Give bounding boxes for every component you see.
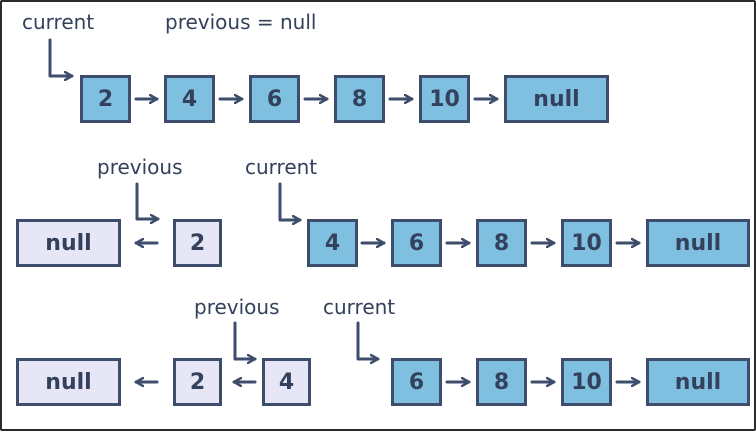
reversed-node: 4	[262, 358, 311, 406]
current-pointer-hook	[356, 321, 380, 359]
previous-pointer-hook	[233, 321, 257, 359]
list-node: 8	[476, 219, 527, 267]
null-node: null	[646, 219, 750, 267]
list-node: 4	[164, 75, 215, 123]
previous-label: previous	[194, 295, 280, 319]
null-node: null	[504, 75, 609, 123]
current-label: current	[22, 10, 95, 34]
list-node: 4	[307, 219, 358, 267]
reversed-node: 2	[173, 358, 222, 406]
null-node: null	[16, 219, 121, 267]
list-node: 6	[249, 75, 300, 123]
current-pointer-hook	[48, 38, 74, 76]
list-node: 2	[80, 75, 131, 123]
current-pointer-hook	[278, 182, 302, 220]
current-label: current	[245, 155, 318, 179]
list-node: 8	[476, 358, 527, 406]
list-node: 8	[334, 75, 385, 123]
list-node: 6	[391, 358, 442, 406]
previous-pointer-hook	[135, 182, 160, 219]
null-node: null	[646, 358, 750, 406]
previous-null-label: previous = null	[165, 10, 317, 34]
list-node: 10	[561, 358, 612, 406]
list-node: 10	[419, 75, 470, 123]
list-node: 6	[391, 219, 442, 267]
null-node: null	[16, 358, 121, 406]
reversed-node: 2	[173, 219, 222, 267]
current-label: current	[323, 295, 396, 319]
list-node: 10	[561, 219, 612, 267]
previous-label: previous	[97, 155, 183, 179]
